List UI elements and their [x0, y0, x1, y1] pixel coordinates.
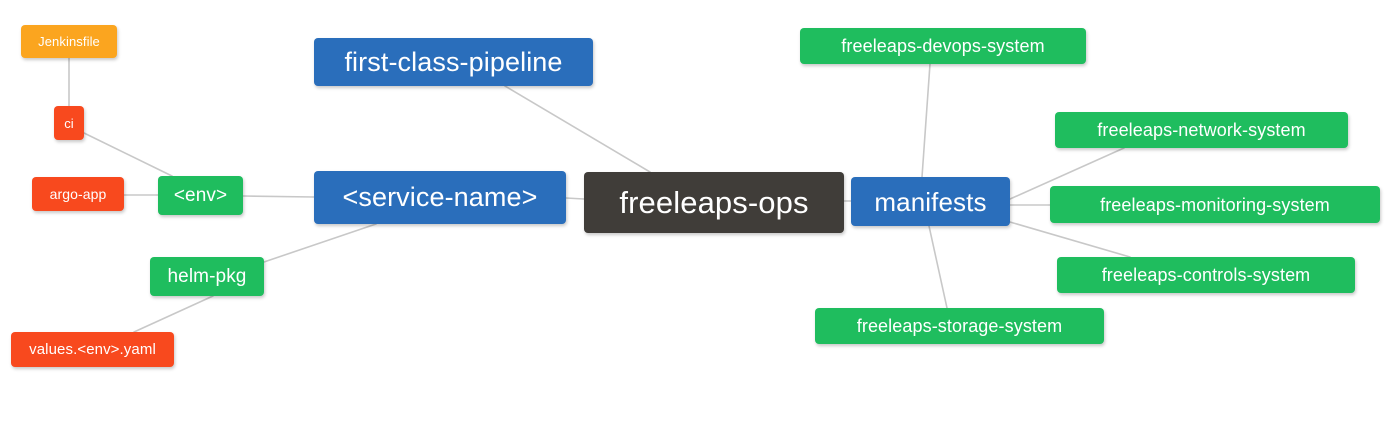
- node-helm-pkg[interactable]: helm-pkg: [150, 257, 264, 296]
- node-label-argo-app: argo-app: [49, 186, 107, 202]
- node-ci[interactable]: ci: [54, 106, 84, 140]
- node-label-service-name: <service-name>: [342, 182, 538, 212]
- edge-env-servicename: [242, 195, 315, 198]
- node-label-helm-pkg: helm-pkg: [167, 266, 247, 287]
- node-label-freeleaps-devops-system: freeleaps-devops-system: [841, 36, 1045, 56]
- edge-manifests-controls: [1009, 221, 1131, 258]
- node-freeleaps-controls-system[interactable]: freeleaps-controls-system: [1057, 257, 1355, 293]
- edge-helmpkg-values: [133, 295, 214, 333]
- node-label-values-env-yaml: values.<env>.yaml: [29, 341, 156, 358]
- node-freeleaps-monitoring-system[interactable]: freeleaps-monitoring-system: [1050, 186, 1380, 223]
- node-label-freeleaps-storage-system: freeleaps-storage-system: [856, 316, 1063, 336]
- node-first-class-pipeline[interactable]: first-class-pipeline: [314, 38, 593, 86]
- edge-servicename-helmpkg: [263, 223, 377, 263]
- node-label-manifests: manifests: [874, 186, 987, 217]
- node-env[interactable]: <env>: [158, 176, 243, 215]
- node-label-ci: ci: [64, 115, 74, 131]
- node-freeleaps-network-system[interactable]: freeleaps-network-system: [1055, 112, 1348, 148]
- edge-firstclass-ops: [504, 85, 651, 173]
- node-label-freeleaps-controls-system: freeleaps-controls-system: [1101, 265, 1311, 285]
- edge-ci-env: [83, 132, 173, 177]
- node-manifests[interactable]: manifests: [851, 177, 1010, 226]
- node-freeleaps-storage-system[interactable]: freeleaps-storage-system: [815, 308, 1104, 344]
- node-label-freeleaps-ops: freeleaps-ops: [619, 185, 809, 220]
- node-label-freeleaps-monitoring-system: freeleaps-monitoring-system: [1100, 194, 1330, 215]
- edge-manifests-devops: [921, 63, 931, 178]
- node-label-freeleaps-network-system: freeleaps-network-system: [1097, 120, 1306, 140]
- node-argo-app[interactable]: argo-app: [32, 177, 124, 211]
- node-freeleaps-devops-system[interactable]: freeleaps-devops-system: [800, 28, 1086, 64]
- node-label-env: <env>: [173, 185, 228, 206]
- node-service-name[interactable]: <service-name>: [314, 171, 566, 224]
- edge-manifests-storage: [928, 225, 948, 309]
- node-label-first-class-pipeline: first-class-pipeline: [344, 46, 563, 77]
- node-label-jenkinsfile: Jenkinsfile: [38, 34, 100, 49]
- node-values-env-yaml[interactable]: values.<env>.yaml: [11, 332, 174, 367]
- edge-servicename-ops: [565, 197, 585, 200]
- node-freeleaps-ops[interactable]: freeleaps-ops: [584, 172, 844, 233]
- node-jenkinsfile[interactable]: Jenkinsfile: [21, 25, 117, 58]
